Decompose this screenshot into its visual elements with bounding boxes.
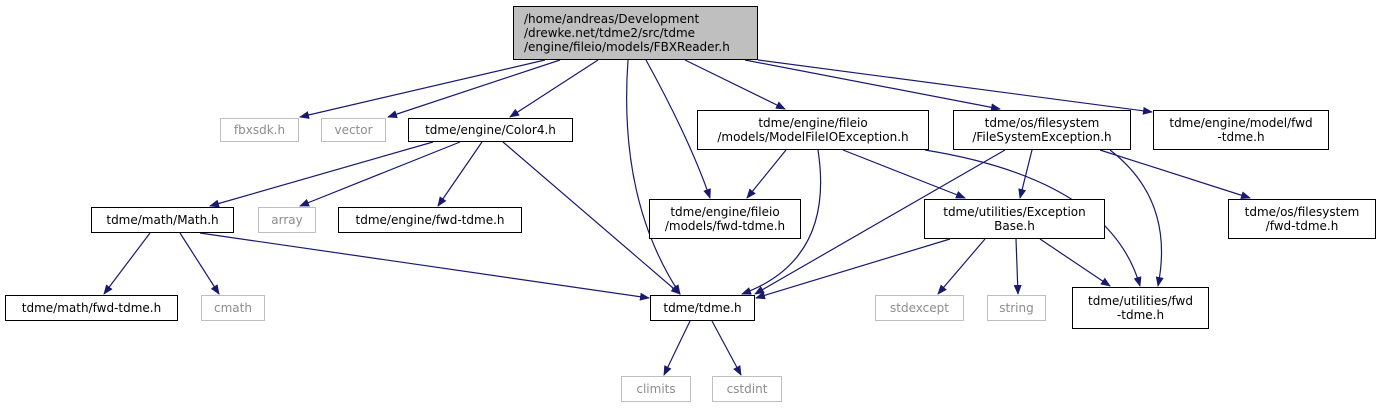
node-stdexcept: stdexcept	[875, 295, 964, 321]
node-root[interactable]: /home/andreas/Development /drewke.net/td…	[513, 6, 758, 60]
node-exceptionbase-line-2: Base.h	[994, 219, 1035, 233]
node-color4[interactable]: tdme/engine/Color4.h	[408, 118, 573, 142]
edge-root-to-vector	[387, 59, 561, 118]
node-filesystemexception-line-1: tdme/os/filesystem	[984, 116, 1100, 130]
edge-root-to-color4	[509, 59, 599, 118]
edge-exceptionbase-to-utilities_fwd	[1039, 238, 1111, 287]
node-cmath: cmath	[201, 295, 265, 321]
node-root-line-2: /drewke.net/tdme2/src/tdme	[524, 26, 696, 40]
node-filesystemexception[interactable]: tdme/os/filesystem /FileSystemException.…	[953, 110, 1131, 150]
edge-root-to-model_fwd	[757, 59, 1153, 115]
edge-filesystemexception-to-exceptionbase	[1018, 149, 1033, 199]
node-filesystemexception-line-2: /FileSystemException.h	[972, 130, 1112, 144]
node-filesystem-fwd[interactable]: tdme/os/filesystem /fwd-tdme.h	[1228, 199, 1376, 239]
node-climits-label: climits	[636, 382, 676, 396]
node-utilities-fwd-line-1: tdme/utilities/fwd	[1088, 294, 1193, 308]
node-string-label: string	[999, 301, 1034, 315]
node-exceptionbase-line-1: tdme/utilities/Exception	[943, 205, 1086, 219]
node-math-fwd[interactable]: tdme/math/fwd-tdme.h	[5, 295, 178, 321]
node-math-fwd-label: tdme/math/fwd-tdme.h	[21, 301, 162, 315]
edge-exceptionbase-to-string	[1013, 238, 1022, 295]
node-root-line-1: /home/andreas/Development	[524, 12, 700, 26]
node-array-label: array	[271, 213, 303, 227]
edge-root-to-models_fwd	[645, 59, 711, 199]
node-models-fwd-line-2: /models/fwd-tdme.h	[664, 219, 786, 233]
edge-color4-to-tdme	[502, 141, 681, 295]
edge-color4-to-engine_fwd	[437, 141, 483, 207]
edge-root-to-filesystemexception	[744, 59, 1001, 112]
node-tdme-label: tdme/tdme.h	[663, 301, 742, 315]
node-filesystem-fwd-line-1: tdme/os/filesystem	[1244, 205, 1360, 219]
node-array: array	[258, 207, 316, 233]
edge-color4-to-array	[299, 141, 461, 207]
node-stdexcept-label: stdexcept	[890, 301, 949, 315]
node-tdme[interactable]: tdme/tdme.h	[650, 295, 755, 321]
edge-math-to-math_fwd	[103, 232, 151, 295]
node-vector-label: vector	[334, 123, 373, 137]
edge-modelfileioexception-to-tdme	[741, 149, 822, 295]
node-exceptionbase[interactable]: tdme/utilities/Exception Base.h	[924, 199, 1105, 239]
node-string: string	[987, 295, 1046, 321]
node-utilities-fwd-line-2: -tdme.h	[1116, 308, 1165, 322]
node-model-fwd-line-1: tdme/engine/model/fwd	[1169, 116, 1313, 130]
node-modelfileioexception[interactable]: tdme/engine/fileio /models/ModelFileIOEx…	[697, 110, 929, 150]
edge-filesystemexception-to-filesystem_fwd	[1099, 149, 1251, 200]
edge-math-to-tdme	[199, 232, 650, 301]
node-cstdint-label: cstdint	[726, 382, 768, 396]
node-cmath-label: cmath	[214, 301, 252, 315]
node-modelfileioexception-line-1: tdme/engine/fileio	[758, 116, 868, 130]
edge-exceptionbase-to-tdme	[755, 238, 951, 300]
edge-filesystemexception-to-utilities_fwd	[1109, 149, 1164, 287]
node-modelfileioexception-line-2: /models/ModelFileIOException.h	[717, 130, 909, 144]
node-fbxsdk-label: fbxsdk.h	[233, 123, 286, 137]
edge-modelfileioexception-to-models_fwd	[746, 149, 787, 199]
edge-exceptionbase-to-stdexcept	[937, 238, 986, 295]
edge-root-to-fbxsdk	[299, 59, 546, 119]
node-math[interactable]: tdme/math/Math.h	[91, 207, 234, 233]
node-engine-fwd[interactable]: tdme/engine/fwd-tdme.h	[338, 207, 522, 233]
node-math-label: tdme/math/Math.h	[106, 213, 219, 227]
node-engine-fwd-label: tdme/engine/fwd-tdme.h	[355, 213, 505, 227]
node-models-fwd[interactable]: tdme/engine/fileio /models/fwd-tdme.h	[649, 199, 801, 239]
edge-modelfileioexception-to-exceptionbase	[842, 149, 966, 199]
node-utilities-fwd[interactable]: tdme/utilities/fwd -tdme.h	[1072, 287, 1209, 329]
node-vector: vector	[321, 118, 386, 142]
edge-filesystemexception-to-tdme	[754, 149, 1006, 295]
node-model-fwd[interactable]: tdme/engine/model/fwd -tdme.h	[1153, 110, 1329, 150]
edge-color4-to-math	[209, 141, 434, 208]
node-models-fwd-line-1: tdme/engine/fileio	[670, 205, 780, 219]
node-color4-label: tdme/engine/Color4.h	[425, 123, 556, 137]
edge-root-to-modelfileioexception	[684, 59, 786, 110]
node-model-fwd-line-2: -tdme.h	[1217, 130, 1265, 144]
node-filesystem-fwd-line-2: /fwd-tdme.h	[1265, 219, 1339, 233]
edge-math-to-cmath	[179, 232, 220, 295]
node-cstdint: cstdint	[712, 376, 782, 402]
edge-tdme-to-cstdint	[711, 320, 742, 376]
edge-tdme-to-climits	[663, 320, 691, 376]
node-fbxsdk: fbxsdk.h	[220, 118, 299, 142]
edge-root-to-tdme	[626, 59, 681, 295]
node-root-line-3: /engine/fileio/models/FBXReader.h	[524, 40, 730, 54]
node-climits: climits	[621, 376, 691, 402]
